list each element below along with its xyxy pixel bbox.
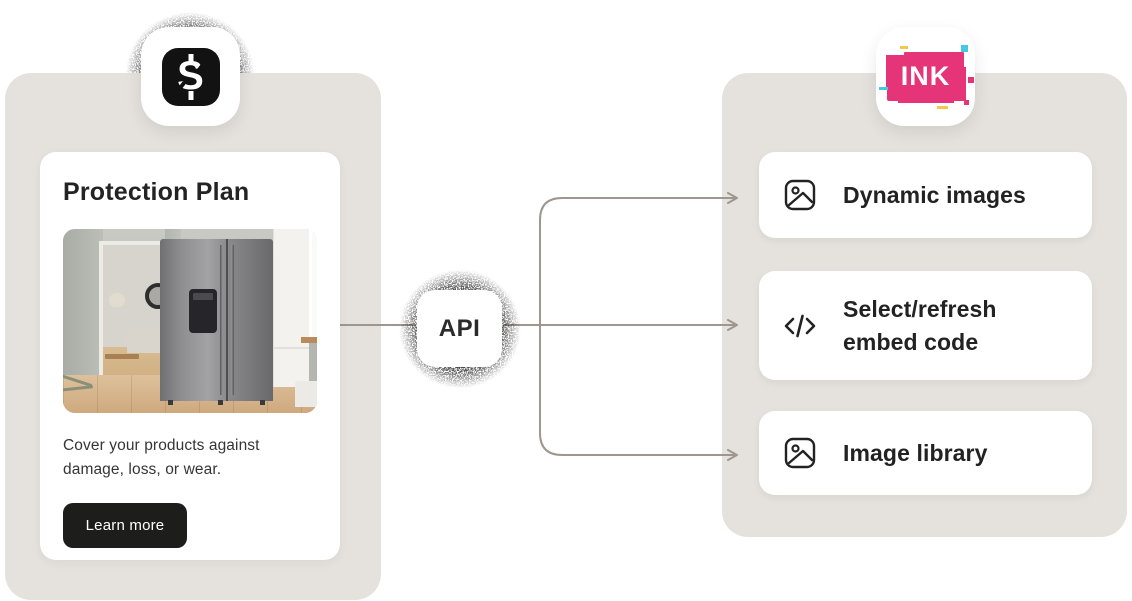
glitch-pixel [963,99,969,105]
photo-sofa [127,327,161,353]
photo-refrigerator [160,239,273,405]
image-icon [784,179,816,211]
feature-card-embed-code: Select/refresh embed code [759,271,1092,380]
logo-stub [188,53,193,63]
feature-label: Select/refresh embed code [843,295,997,355]
api-label: API [438,314,481,342]
image-icon [784,437,816,469]
logo-stub [188,90,193,100]
protection-plan-card: Protection Plan [40,152,340,560]
photo-water-dispenser [189,289,217,333]
card-title: Protection Plan [63,178,250,206]
api-badge: API [417,290,502,367]
photo-wall [63,229,103,379]
ink-logo-icon: INK [878,44,974,109]
connector-branch-bottom [539,324,738,461]
glitch-pixel [936,105,948,109]
glitch-pixel [878,86,888,90]
ink-logo-label: INK [900,61,951,91]
card-description: Cover your products against damage, loss… [63,437,260,479]
feature-label: Dynamic images [843,181,1026,208]
photo-cabinet [273,229,309,387]
feature-card-image-library: Image library [759,411,1092,495]
product-photo [63,229,317,413]
photo-radiator [295,381,317,407]
learn-more-button[interactable]: Learn more [63,502,187,548]
feature-card-dynamic-images: Dynamic images [759,152,1092,238]
photo-doorway [99,241,171,381]
code-icon [784,314,816,337]
glitch-pixel [967,76,974,83]
feature-label: Image library [843,439,988,466]
dollar-s-logo-icon: S [161,47,220,106]
protection-app-icon: S [141,27,240,126]
glitch-pixel [899,45,908,49]
photo-table [105,354,139,359]
glitch-pixel [960,44,968,52]
ink-app-icon: INK [876,27,975,126]
photo-window [309,229,317,339]
photo-plant [63,369,99,399]
connector-branch-top [539,192,738,326]
